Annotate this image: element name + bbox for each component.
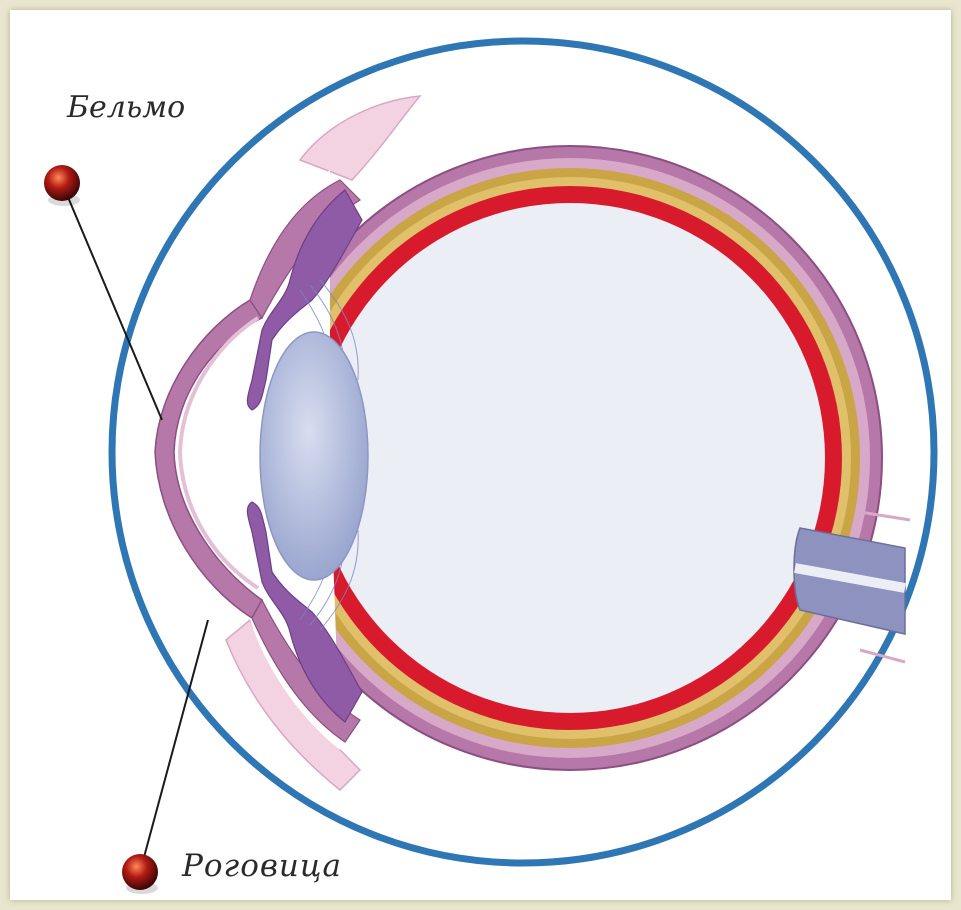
vitreous-body bbox=[315, 203, 825, 713]
marker-rogovitsa bbox=[122, 854, 158, 894]
marker-belmo bbox=[44, 165, 80, 206]
label-belmo: Бельмо bbox=[67, 90, 185, 125]
lens bbox=[260, 332, 368, 580]
label-rogovitsa: Роговица bbox=[182, 848, 342, 884]
